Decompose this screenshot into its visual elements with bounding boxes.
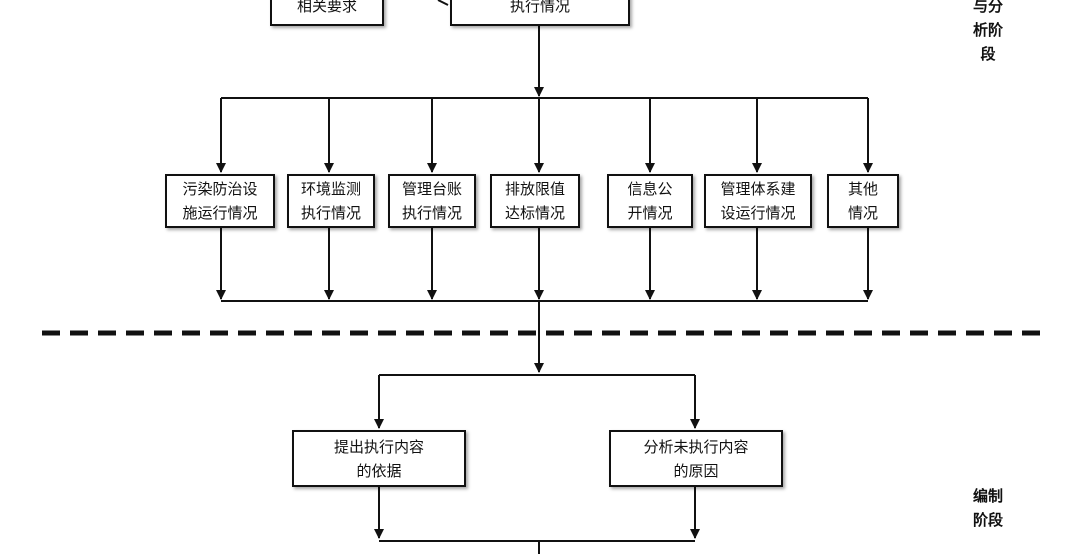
bottom-box-line2: 的原因	[673, 461, 719, 480]
stage-label-line: 析阶	[972, 21, 1003, 39]
stage-label-line: 与分	[972, 0, 1003, 15]
category-line1: 管理台账	[401, 180, 462, 198]
category-box-other: 其他 情况	[827, 174, 899, 228]
category-box-pollution-facilities: 污染防治设 施运行情况	[165, 174, 275, 228]
category-line1: 其他	[847, 180, 878, 198]
category-line1: 污染防治设	[182, 180, 258, 198]
top-connector-arrow	[437, 0, 449, 6]
category-line1: 环境监测	[300, 180, 361, 198]
category-line2: 执行情况	[300, 204, 361, 222]
category-line2: 设运行情况	[720, 204, 796, 222]
category-box-management-system: 管理体系建 设运行情况	[704, 174, 812, 228]
bottom-box-line2: 的依据	[356, 461, 402, 480]
stage-label-analysis: 与分 析阶 段	[968, 0, 1008, 66]
category-box-disclosure: 信息公 开情况	[607, 174, 693, 228]
stage-label-line: 段	[980, 45, 996, 63]
bottom-box-line1: 提出执行内容	[333, 437, 424, 456]
category-line2: 施运行情况	[182, 204, 258, 222]
category-line2: 情况	[847, 204, 878, 222]
top-box-execution: 执行情况	[450, 0, 630, 26]
bottom-box-basis: 提出执行内容 的依据	[292, 430, 466, 487]
category-box-ledger: 管理台账 执行情况	[388, 174, 476, 228]
top-box-requirements: 相关要求	[270, 0, 384, 26]
category-line1: 排放限值	[504, 180, 565, 198]
top-box-execution-label: 执行情况	[509, 0, 570, 15]
category-line2: 开情况	[627, 204, 673, 222]
stage-label-line: 编制	[972, 487, 1003, 505]
category-box-monitoring: 环境监测 执行情况	[287, 174, 375, 228]
category-line1: 信息公	[627, 180, 673, 198]
bottom-box-reasons: 分析未执行内容 的原因	[609, 430, 783, 487]
category-line2: 执行情况	[401, 204, 462, 222]
category-line2: 达标情况	[504, 204, 565, 222]
category-line1: 管理体系建	[720, 180, 796, 198]
top-box-requirements-label: 相关要求	[296, 0, 357, 15]
stage-label-line: 阶段	[972, 511, 1003, 529]
stage-label-compile: 编制 阶段	[968, 484, 1008, 532]
category-box-emission-limits: 排放限值 达标情况	[490, 174, 580, 228]
bottom-box-line1: 分析未执行内容	[643, 437, 749, 456]
